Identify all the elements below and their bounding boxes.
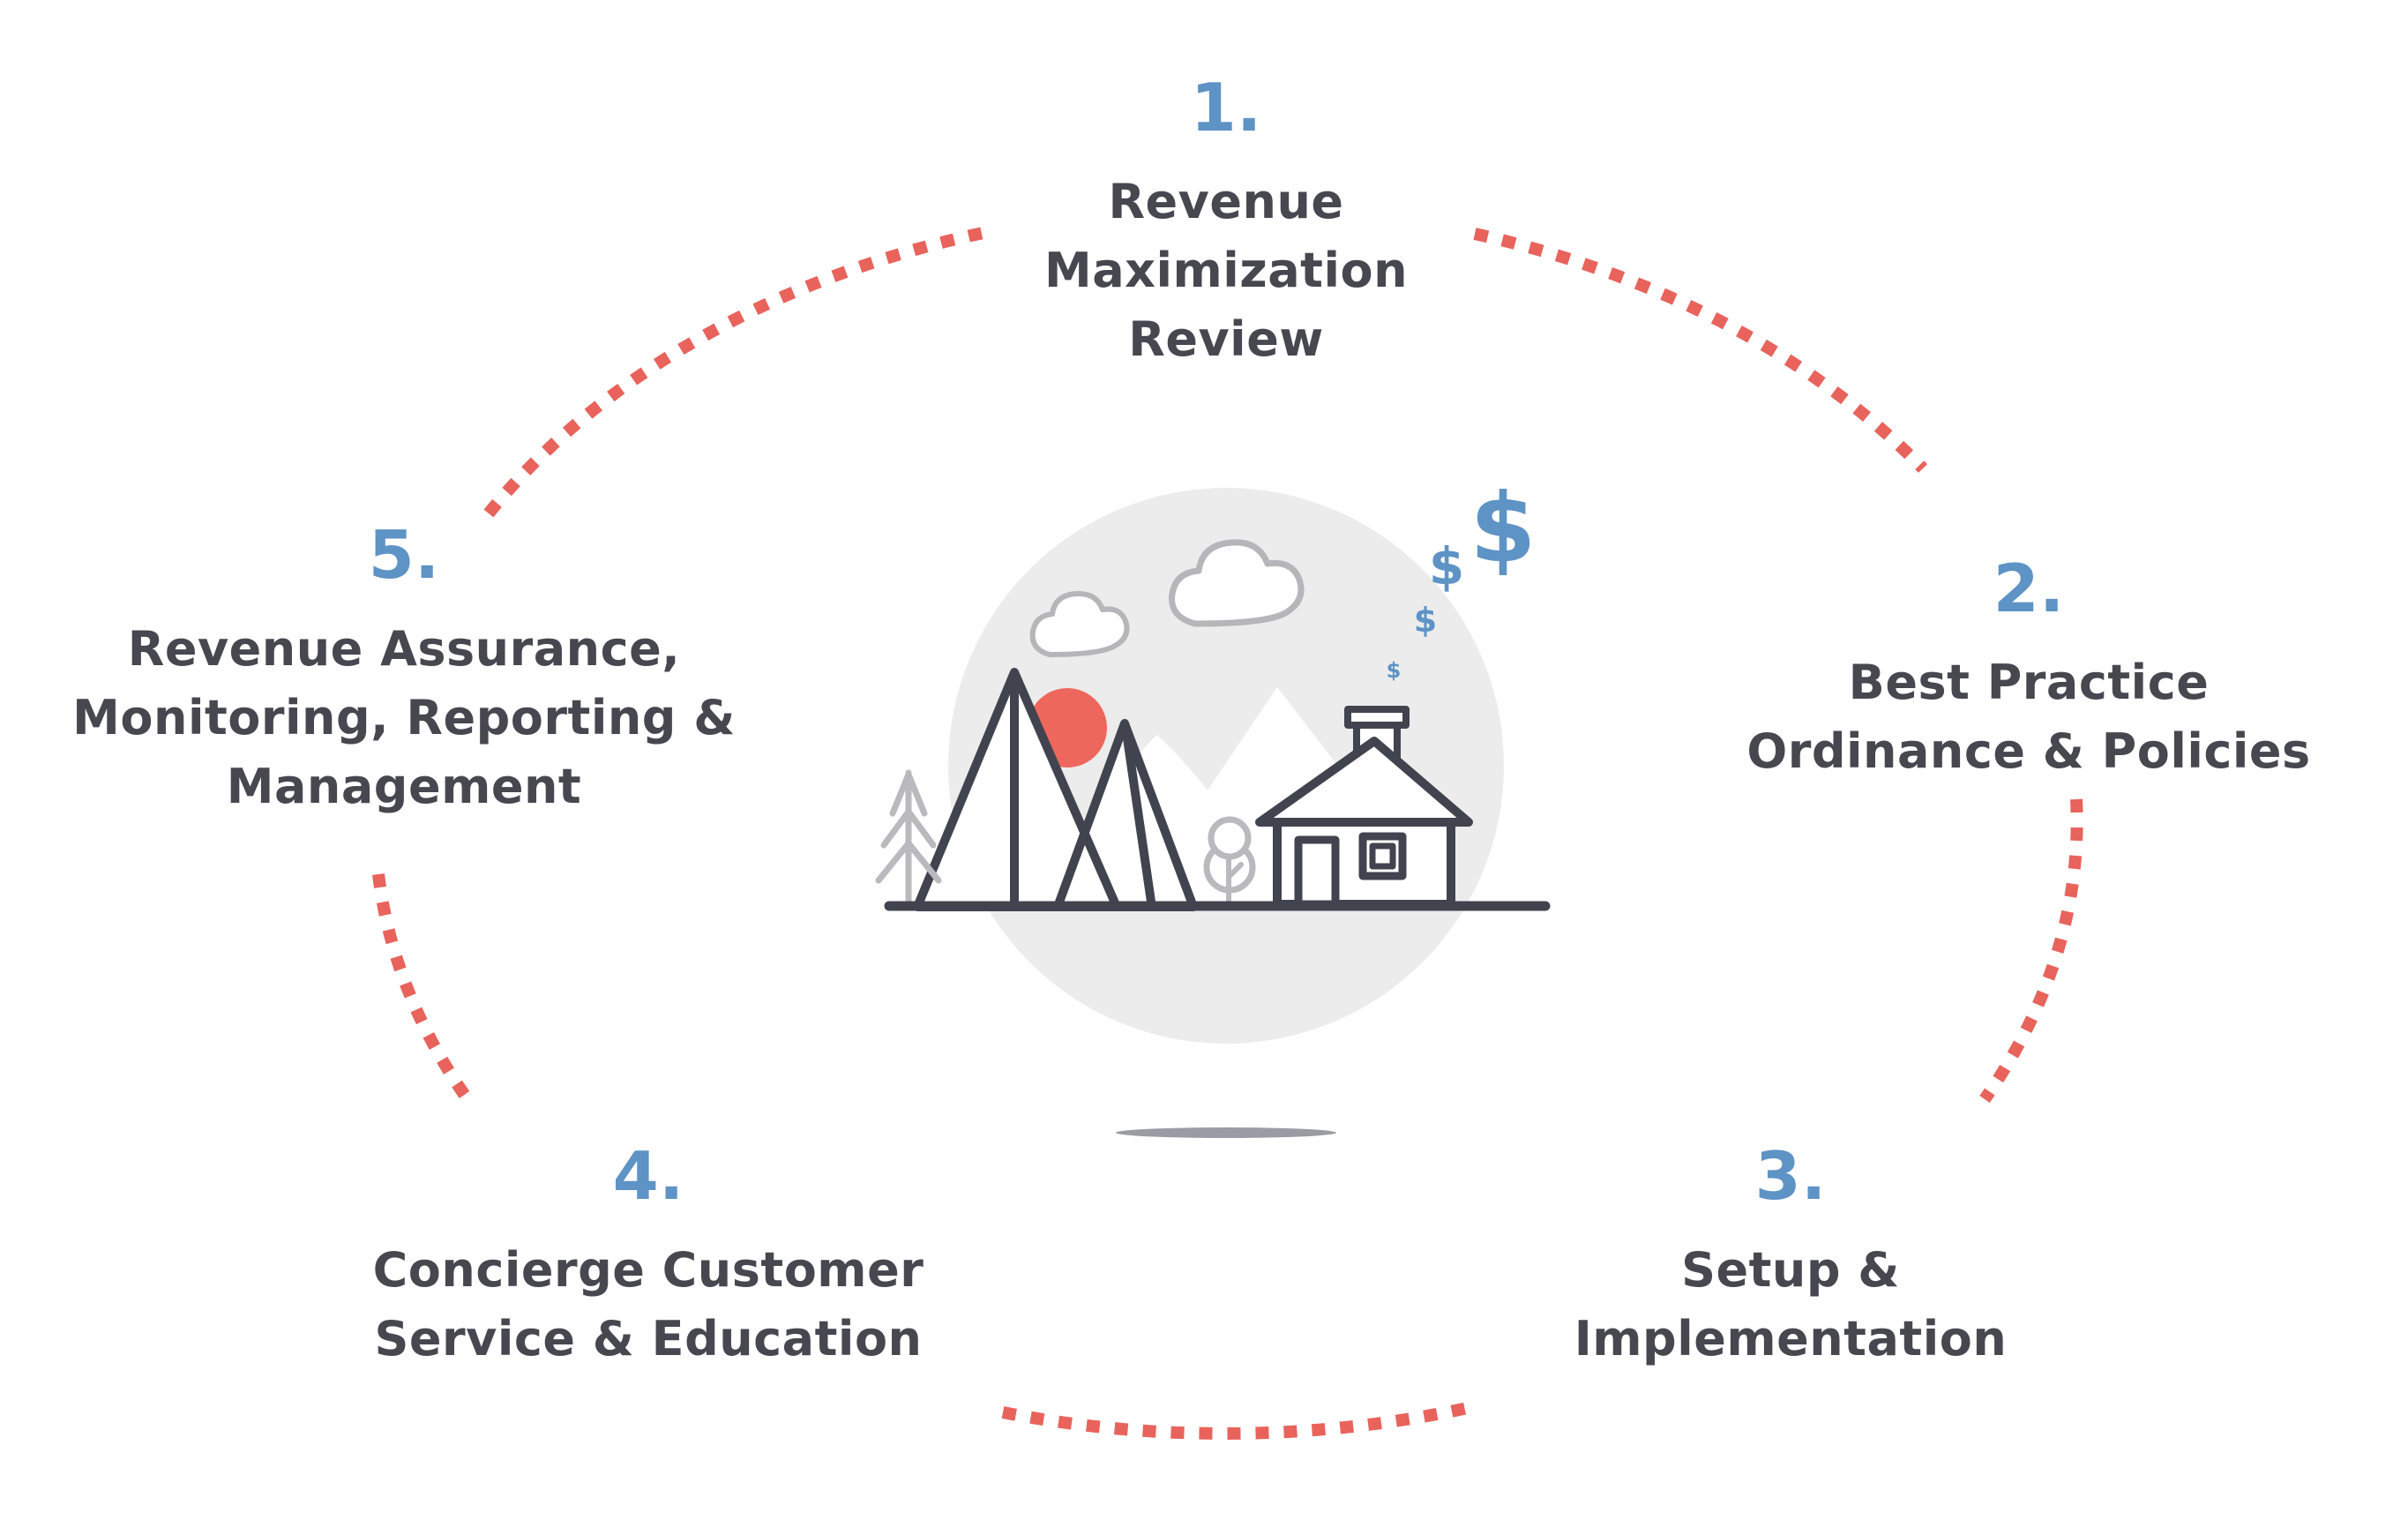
step-1-line-2: Maximization [1043,242,1409,298]
dollar-icon: $ [1387,658,1402,683]
cycle-arc-step1-to-step2 [1473,228,1928,473]
cycle-arc-step2-to-step3 [1979,798,2083,1104]
pine-tree-icon [875,769,942,910]
cycle-arc-step5-to-step4 [372,873,473,1104]
step-3-number: 3. [1754,1137,1827,1215]
step-3-line-2: Implementation [1574,1310,2008,1367]
step-2-line-2: Ordinance & Policies [1746,723,2311,779]
step-3-label: Setup & Implementation [1482,1236,2099,1374]
step-1-number: 1. [1190,69,1262,146]
window-pane [1369,842,1396,870]
roof-icon [1255,737,1473,827]
shadow-icon [1116,1127,1336,1138]
cloud-icon [1029,590,1130,657]
house-landscape-illustration: $ $ $ $ [875,474,1551,1138]
step-5: 5. Revenue Assurance, Monitoring, Report… [51,522,757,820]
step-5-line-1: Revenue Assurance, [127,621,681,677]
step-1-label: Revenue Maximization Review [917,168,1535,373]
step-4-line-2: Service & Education [374,1310,923,1367]
mountain-ridge-line [1122,728,1155,906]
cloud-icon [1169,539,1305,627]
step-1-line-3: Review [1128,311,1324,367]
tree-icon [1203,816,1256,906]
cycle-arc-step4-to-step3 [1001,1400,1477,1440]
step-5-number: 5. [368,516,440,594]
dollar-icon: $ [1469,474,1536,584]
step-5-line-3: Management [226,758,582,814]
step-3-line-1: Setup & [1681,1242,1900,1298]
mountain-right-fill [1058,723,1193,907]
step-4-label: Concierge Customer Service & Education [295,1236,1001,1374]
step-4: 4. Concierge Customer Service & Educatio… [295,1143,1001,1374]
step-1: 1. Revenue Maximization Review [917,75,1535,373]
step-4-number: 4. [612,1137,684,1215]
dollar-icon: $ [1414,601,1437,640]
step-5-line-2: Monitoring, Reporting & [72,689,736,745]
step-1-line-1: Revenue [1108,174,1344,229]
step-2-number: 2. [1993,550,2065,627]
step-5-label: Revenue Assurance, Monitoring, Reporting… [51,615,757,820]
house-icon [1255,706,1473,909]
step-2: 2. Best Practice Ordinance & Policies [1676,556,2382,786]
step-2-line-1: Best Practice [1848,655,2210,710]
step-2-label: Best Practice Ordinance & Policies [1676,648,2382,786]
dollar-icon: $ [1429,536,1464,596]
step-4-line-1: Concierge Customer [372,1242,924,1298]
door-icon [1294,835,1340,909]
step-3: 3. Setup & Implementation [1482,1143,2099,1374]
